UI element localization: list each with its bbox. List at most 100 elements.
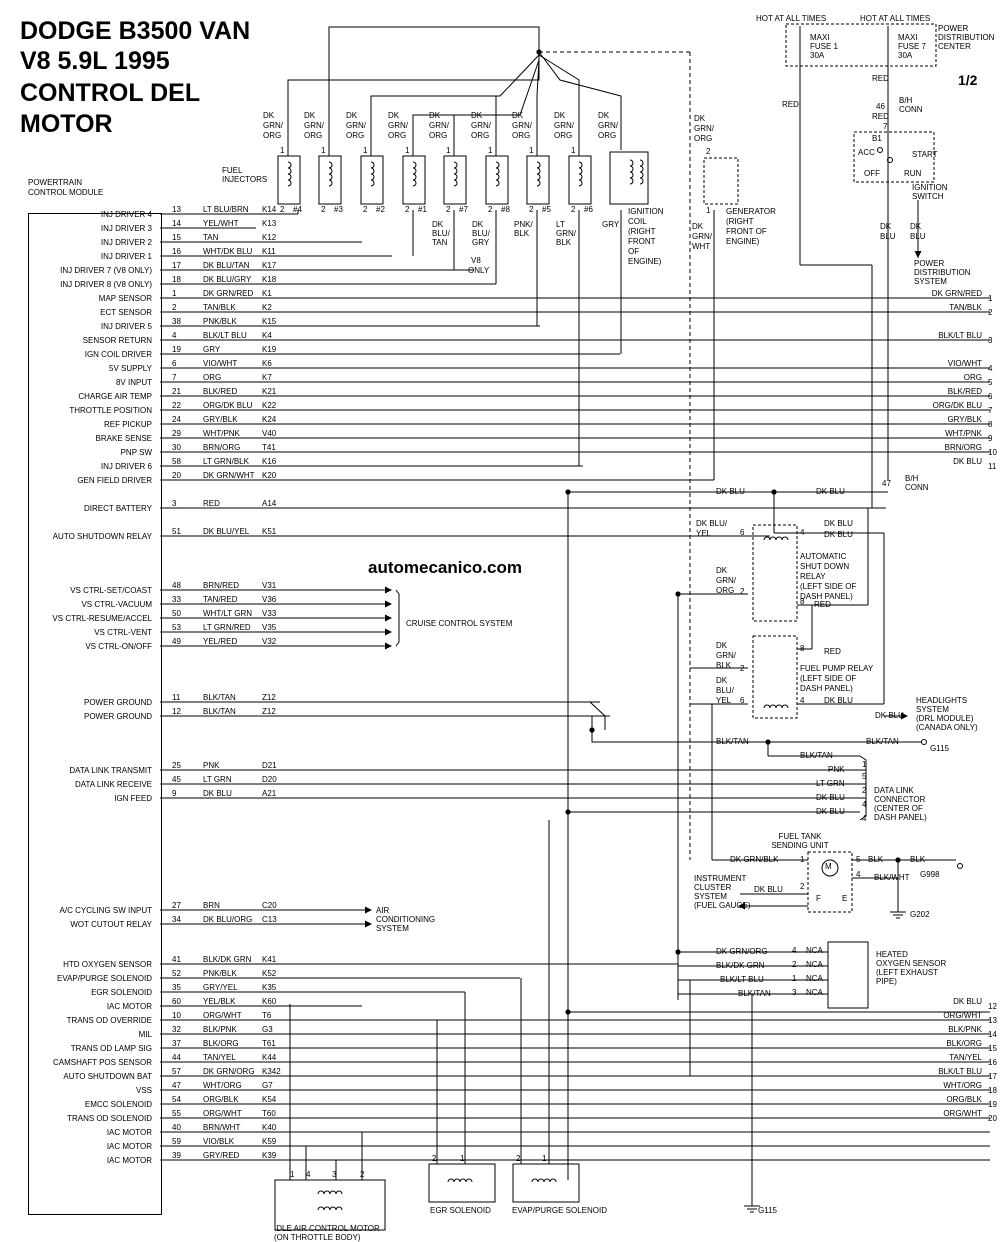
pcm-pin-label: VS CTRL-VACUUM xyxy=(81,600,152,609)
generator-pin: 1 xyxy=(706,206,711,215)
injector-supply-color: DK xyxy=(304,111,316,120)
circuit-code: G7 xyxy=(262,1081,273,1090)
injector-pin: 1 xyxy=(571,146,576,155)
wire-color-label: BRN/WHT xyxy=(203,1123,241,1132)
evap-pin: 2 xyxy=(516,1154,521,1163)
injector-supply-color: GRN/ xyxy=(471,121,491,130)
circuit-code: K11 xyxy=(262,247,276,256)
maxi-fuse-7: MAXI xyxy=(898,33,918,42)
pcm-pin-number: 3 xyxy=(172,499,177,508)
wire-label: BLK/TAN xyxy=(738,989,771,998)
pcm-pin-label: INJ DRIVER 5 xyxy=(100,322,152,331)
injector-supply-color: DK xyxy=(512,111,524,120)
wire-color-label: ORG/WHT xyxy=(203,1109,242,1118)
circuit-code: K59 xyxy=(262,1137,277,1146)
pcm-pin-label: TRANS OD OVERRIDE xyxy=(66,1016,152,1025)
pcm-pin-label: IAC MOTOR xyxy=(106,1142,152,1151)
pcm-pin-label: HTD OXYGEN SENSOR xyxy=(63,960,152,969)
ground-wire xyxy=(591,716,910,743)
continuation-color: GRY/BLK xyxy=(947,415,982,424)
circuit-code: K52 xyxy=(262,969,277,978)
generator-color: WHT xyxy=(692,242,711,251)
pcm-pin-number: 44 xyxy=(172,1053,181,1062)
relay-pin: 8 xyxy=(800,644,805,653)
injector-supply-color: ORG xyxy=(388,131,407,140)
wire-label: RED xyxy=(872,112,889,121)
wire-label: RED xyxy=(824,647,841,656)
continuation-color: ORG/WHT xyxy=(943,1109,982,1118)
injector-output-color: BLU/ xyxy=(472,229,490,238)
pcm-pin-number: 11 xyxy=(172,693,181,702)
bh-connector-label: B/H xyxy=(899,96,913,105)
injector-supply-color: DK xyxy=(263,111,275,120)
injector-output-color: GRY xyxy=(472,238,490,247)
nca-label: NCA xyxy=(806,974,823,983)
pcm-pin-number: 60 xyxy=(172,997,181,1006)
ignition-switch xyxy=(853,131,935,183)
egr-pin: 2 xyxy=(432,1154,437,1163)
pcm-pin-label: DATA LINK RECEIVE xyxy=(74,780,152,789)
wire-label: DK BLU xyxy=(824,696,853,705)
maxi-fuse-1: FUSE 1 xyxy=(810,42,839,51)
iac-coil-icon xyxy=(317,1206,343,1211)
continuation-number: 5 xyxy=(988,378,993,387)
pcm-pin-number: 51 xyxy=(172,527,181,536)
injector-pin: 2 xyxy=(363,205,368,214)
wire-label: BLK/WHT xyxy=(874,873,910,882)
injector-supply-color: GRN/ xyxy=(429,121,449,130)
pcm-pin-label: GEN FIELD DRIVER xyxy=(77,476,152,485)
arrow-icon xyxy=(365,920,372,928)
pcm-pin-label: POWER GROUND xyxy=(84,698,152,707)
pcm-pin-label: IGN COIL DRIVER xyxy=(84,350,152,359)
ignition-out-color: BLU xyxy=(880,232,896,241)
wire-color-label: BLK/LT BLU xyxy=(203,331,247,340)
wire-color-label: ORG/BLK xyxy=(203,1095,239,1104)
circuit-code: K1 xyxy=(262,289,272,298)
injector-supply-color: ORG xyxy=(304,131,323,140)
data-link-label: DATA LINK xyxy=(874,786,914,795)
circuit-code: K17 xyxy=(262,261,277,270)
egr-solenoid xyxy=(428,1163,496,1203)
wire-color-label: LT GRN/RED xyxy=(203,623,251,632)
fpr-contact-color: BLK xyxy=(716,661,732,670)
pcm-pin-label: DATA LINK TRANSMIT xyxy=(69,766,152,775)
continuation-color: DK BLU xyxy=(953,997,982,1006)
injector-coil-icon xyxy=(536,161,541,187)
pcm-pin-number: 21 xyxy=(172,387,181,396)
wire-color-label: VIO/BLK xyxy=(203,1137,235,1146)
cruise-control-label: CRUISE CONTROL SYSTEM xyxy=(406,619,513,628)
generator-color: GRN/ xyxy=(694,124,714,133)
iac-pin: 4 xyxy=(306,1170,311,1179)
wire-color-label: LT GRN xyxy=(203,775,232,784)
pcm-pin-label: DIRECT BATTERY xyxy=(83,504,152,513)
splice-dot xyxy=(565,809,571,815)
evap-solenoid-label: EVAP/PURGE SOLENOID xyxy=(512,1206,607,1215)
generator-color: GRN/ xyxy=(692,232,712,241)
ignition-switch-position: ACC xyxy=(858,148,875,157)
injector-output-color: BLU/ xyxy=(432,229,450,238)
pcm-pin-number: 27 xyxy=(172,901,181,910)
circuit-code: D20 xyxy=(262,775,277,784)
ignition-switch-position: OFF xyxy=(864,169,880,178)
injector-supply-color: GRN/ xyxy=(512,121,532,130)
circuit-code: T6 xyxy=(262,1011,272,1020)
pcm-pin-number: 15 xyxy=(172,233,181,242)
asd-contact-color: ORG xyxy=(716,586,735,595)
wire-color-label: VIO/WHT xyxy=(203,359,238,368)
pcm-pin-label: INJ DRIVER 2 xyxy=(100,238,152,247)
continuation-color: TAN/BLK xyxy=(949,303,982,312)
circuit-code: Z12 xyxy=(262,707,276,716)
instrument-cluster-label: (FUEL GAUGE) xyxy=(694,901,751,910)
bh-connector-label: CONN xyxy=(905,483,929,492)
pds-label: POWER xyxy=(914,259,945,268)
fuel-tank-label: SENDING UNIT xyxy=(771,841,829,850)
power-distribution-center xyxy=(785,23,937,67)
pcm-pin-label: VS CTRL-ON/OFF xyxy=(85,642,152,651)
pdc-label: CENTER xyxy=(938,42,971,51)
connector-pin: 47 xyxy=(882,479,891,488)
generator-color: DK xyxy=(694,114,706,123)
continuation-color: BLK/PNK xyxy=(948,1025,982,1034)
pcm-pin-number: 41 xyxy=(172,955,181,964)
ignition-coil-label: IGNITION xyxy=(628,207,664,216)
wire-color-label: BLK/PNK xyxy=(203,1025,237,1034)
